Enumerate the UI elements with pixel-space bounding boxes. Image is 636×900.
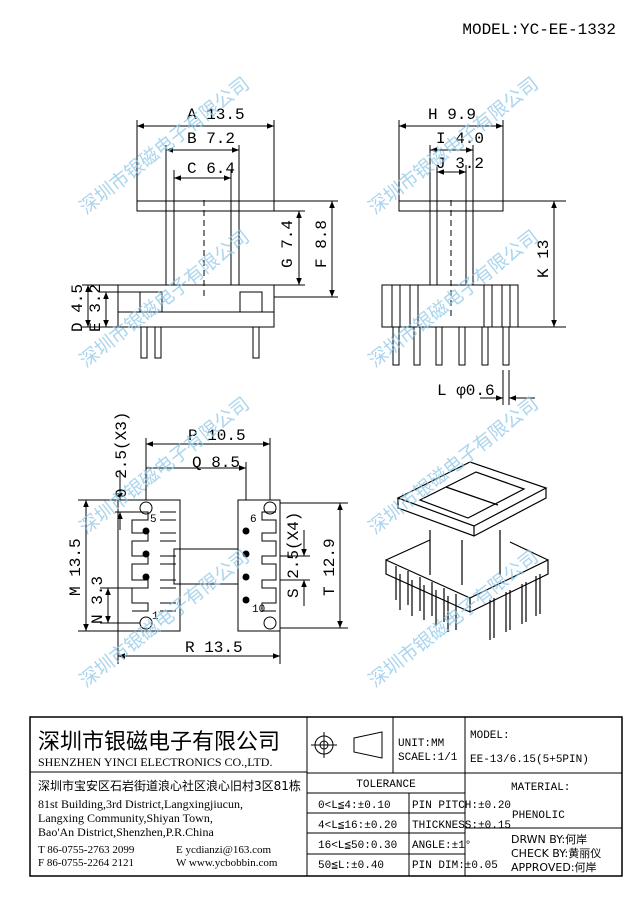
- website: W www.ycbobbin.com: [176, 857, 278, 869]
- dim-s-label: S 2.5(X4): [285, 512, 303, 598]
- model-value: EE-13/6.15(5+5PIN): [470, 754, 589, 766]
- phone: T 86-0755-2763 2099: [38, 844, 135, 856]
- tolerance-row: 0<L≦4:±0.10: [318, 800, 391, 812]
- dim-r-label: R 13.5: [185, 639, 243, 657]
- material-label: MATERIAL:: [511, 782, 570, 794]
- dim-n-label: N 3.3: [89, 576, 107, 624]
- dim-m-label: M 13.5: [67, 538, 85, 596]
- material-value: PHENOLIC: [512, 810, 565, 822]
- title-block: [29, 716, 623, 877]
- dim-i-label: I 4.0: [436, 130, 484, 148]
- bottom-view: 5 6 1 10 P 10.5 Q 8.5 0 2.5(X3) M 13.5 N…: [67, 412, 348, 664]
- pin-5-label: 5: [150, 514, 157, 526]
- tolerance-row: 50≦L:±0.40: [318, 860, 384, 872]
- isometric-view: [385, 461, 549, 640]
- pin-tolerance-row: PIN DIM:±0.05: [412, 860, 498, 872]
- checked-by: CHECK BY:黄丽仪: [511, 846, 601, 860]
- fax: F 86-0755-2264 2121: [38, 857, 134, 869]
- model-header: MODEL:YC-EE-1332: [462, 21, 616, 39]
- tolerance-row: 4<L≦16:±0.20: [318, 820, 397, 832]
- dim-j-label: J 3.2: [436, 155, 484, 173]
- address-en-2: Langxing Community,Shiyan Town,: [38, 811, 213, 825]
- dim-k-label: K 13: [535, 240, 553, 278]
- company-name-cn: 深圳市银磁电子有限公司: [38, 730, 280, 755]
- pin-tolerance-row: ANGLE:±1°: [412, 840, 471, 852]
- pin-tolerance-row: THICKNESS:±0.15: [412, 820, 511, 832]
- email: E ycdianzi@163.com: [176, 844, 271, 856]
- watermark-text: 深圳市银磁电子有限公司: [365, 393, 543, 539]
- tolerance-title: TOLERANCE: [356, 779, 416, 791]
- dim-h-label: H 9.9: [428, 106, 476, 124]
- dim-o-label: 0 2.5(X3): [113, 412, 131, 498]
- title-block-text: 深圳市银磁电子有限公司 SHENZHEN YINCI ELECTRONICS C…: [38, 730, 601, 874]
- dim-q-label: Q 8.5: [192, 454, 240, 472]
- scale-label: SCAEL:1/1: [398, 752, 458, 764]
- pin-1-label: 1: [152, 611, 159, 623]
- address-en-3: Bao'An District,Shenzhen,P.R.China: [38, 825, 214, 839]
- dim-c-label: C 6.4: [187, 160, 235, 178]
- dim-e-label: E 3.2: [87, 284, 105, 332]
- watermark-text: 深圳市银磁电子有限公司: [365, 73, 543, 219]
- address-cn: 深圳市宝安区石岩街道浪心社区浪心旧村3区81栋: [38, 778, 301, 793]
- dim-g-label: G 7.4: [279, 220, 297, 268]
- approved-by: APPROVED:何岸: [511, 861, 597, 874]
- model-label: MODEL:: [470, 730, 510, 742]
- tolerance-row: 16<L≦50:0.30: [318, 840, 397, 852]
- dim-d-label: D 4.5: [69, 284, 87, 332]
- dim-a-label: A 13.5: [187, 106, 245, 124]
- side-view: H 9.9 I 4.0 J 3.2 K 13 L φ0.6: [381, 106, 566, 405]
- watermark-text: 深圳市银磁电子有限公司: [365, 226, 543, 372]
- dim-f-label: F 8.8: [313, 220, 331, 268]
- address-en-1: 81st Building,3rd District,Langxingjiucu…: [38, 797, 243, 811]
- company-name-en: SHENZHEN YINCI ELECTRONICS CO.,LTD.: [38, 755, 272, 769]
- unit-label: UNIT:MM: [398, 738, 444, 750]
- pin-tolerance-row: PIN PITCH:±0.20: [412, 800, 511, 812]
- pin-6-label: 6: [250, 514, 257, 526]
- dim-l-label: L φ0.6: [437, 382, 495, 400]
- drawn-by: DRWN BY:何岸: [511, 833, 587, 846]
- dim-t-label: T 12.9: [321, 538, 339, 596]
- watermark-text: 深圳市银磁电子有限公司: [365, 546, 543, 692]
- front-view: A 13.5 B 7.2 C 6.4 G 7.4 F 8.8 D 4.5 E 3…: [69, 106, 338, 359]
- pin-10-label: 10: [252, 604, 265, 616]
- dim-p-label: P 10.5: [188, 427, 246, 445]
- dim-b-label: B 7.2: [187, 130, 235, 148]
